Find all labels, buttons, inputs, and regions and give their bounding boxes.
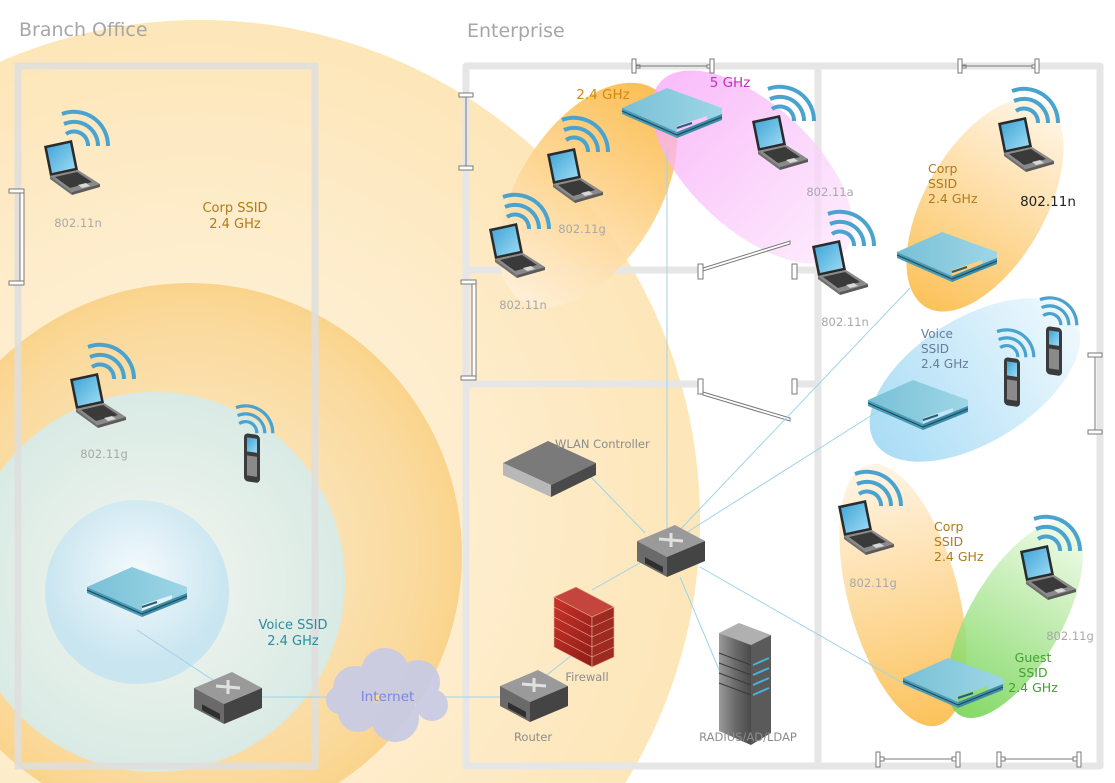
ent-corp-top-ssid-label: Corp SSID 2.4 GHz xyxy=(928,161,978,206)
ent-corp-bottom-ssid-label: Corp SSID 2.4 GHz xyxy=(934,519,984,564)
branch-voice-ssid-label: Voice SSID 2.4 GHz xyxy=(258,618,328,649)
section-title-enterprise: Enterprise xyxy=(467,20,565,42)
client-b2-label: 802.11g xyxy=(80,447,128,461)
ent-guest-ssid-label: Guest SSID 2.4 GHz xyxy=(1008,650,1058,695)
ent-voice-ssid-label: Voice SSID 2.4 GHz xyxy=(921,327,969,371)
branch-door xyxy=(8,188,25,286)
branch-office-walls xyxy=(14,62,319,770)
client-e1-label: 802.11g xyxy=(558,222,606,236)
branch-corp-ssid-label: Corp SSID 2.4 GHz xyxy=(202,201,268,232)
client-e9-label: 802.11g xyxy=(1046,629,1094,643)
client-e8-label: 802.11g xyxy=(849,576,897,590)
internet-label: Internet xyxy=(360,689,415,705)
radius-server xyxy=(718,623,771,745)
client-e7-phone xyxy=(1046,326,1062,377)
ent-5ghz-coverage xyxy=(651,70,853,264)
firewall-label: Firewall xyxy=(565,670,609,684)
client-e6-phone xyxy=(1004,357,1020,408)
router-label: Router xyxy=(513,730,553,744)
enterprise-doors xyxy=(458,58,1103,768)
wlan-controller xyxy=(503,441,596,497)
client-e2-label: 802.11n xyxy=(499,298,547,312)
client-b3-phone xyxy=(244,433,260,484)
client-e3-label: 802.11a xyxy=(806,185,854,199)
client-e5-label: 802.11n xyxy=(1020,194,1076,210)
client-e4-label: 802.11n xyxy=(821,315,869,329)
firewall xyxy=(553,586,615,668)
ent-5ghz-label: 5 GHz xyxy=(709,75,751,91)
wlan-controller-label: WLAN Controller xyxy=(555,437,650,451)
internet-cloud xyxy=(326,648,448,742)
radius-label: RADIUS/AD/LDAP xyxy=(699,730,797,744)
network-links xyxy=(136,150,916,698)
section-title-branch: Branch Office xyxy=(19,19,148,41)
client-b1-label: 802.11n xyxy=(54,216,102,230)
ent-24ghz-label: 2.4 GHz xyxy=(576,87,630,103)
